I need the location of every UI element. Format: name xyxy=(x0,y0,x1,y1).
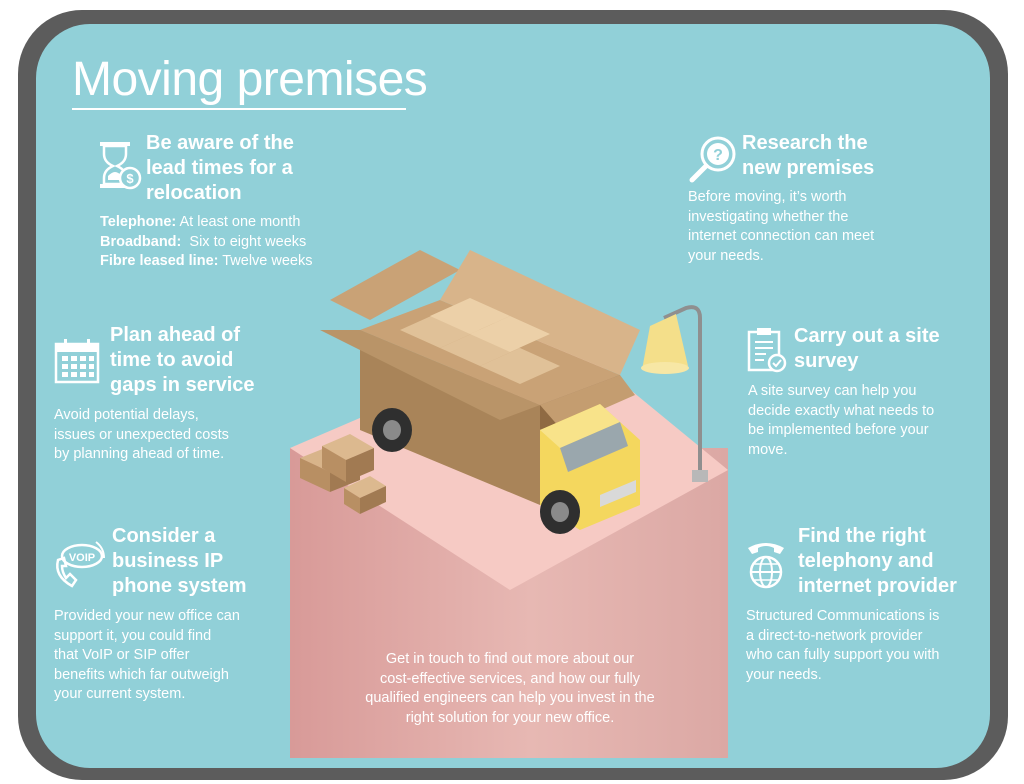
hourglass-icon: $ xyxy=(100,142,142,190)
voip-heading: Consider a business IP phone system xyxy=(112,525,247,597)
voip-body: Provided your new office can support it,… xyxy=(54,608,240,702)
plan-ahead-heading: Plan ahead of time to avoid gaps in serv… xyxy=(110,324,255,396)
truck xyxy=(320,250,640,534)
svg-text:VOIP: VOIP xyxy=(69,552,95,564)
lead-time-item: Telephone: At least one month xyxy=(100,214,301,230)
svg-text:?: ? xyxy=(713,147,723,164)
lead-time-item: Fibre leased line: Twelve weeks xyxy=(100,253,313,269)
page-title: Moving premises xyxy=(72,53,428,106)
lead-times-list: Telephone: At least one month Broadband:… xyxy=(100,213,313,272)
provider-heading: Find the right telephony and internet pr… xyxy=(798,525,957,597)
telephone-globe-icon xyxy=(748,543,784,589)
research-heading: Research the new premises xyxy=(742,132,875,179)
title-underline xyxy=(72,108,406,110)
site-survey-heading: Carry out a site survey xyxy=(794,325,940,372)
stacked-boxes xyxy=(300,434,386,514)
svg-text:$: $ xyxy=(126,171,134,186)
lead-time-item: Broadband: Six to eight weeks xyxy=(100,233,307,250)
clipboard-icon xyxy=(747,328,787,373)
calendar-icon xyxy=(54,339,100,384)
plan-ahead-body: Avoid potential delays, issues or unexpe… xyxy=(54,407,229,462)
research-body: Before moving, it’s worth investigating … xyxy=(688,189,875,264)
magnifier-question-icon: ? xyxy=(689,136,736,183)
site-survey-body: A site survey can help you decide exactl… xyxy=(748,383,935,458)
street-lamp xyxy=(641,305,708,482)
provider-body: Structured Communications is a direct-to… xyxy=(746,608,940,683)
lead-times-heading: Be aware of the lead times for a relocat… xyxy=(146,132,294,204)
voip-phone-icon: VOIP xyxy=(56,541,105,588)
contact-call-to-action: Get in touch to find out more about our … xyxy=(365,651,655,726)
